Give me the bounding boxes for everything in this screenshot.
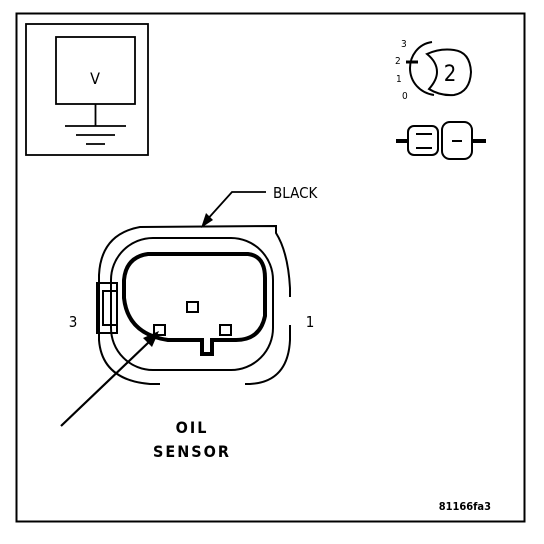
test-lead-icon [396, 121, 486, 160]
callout-arrowhead [201, 213, 213, 228]
wire-color-label: BLACK [273, 184, 319, 202]
pin-label-right: 1 [306, 313, 315, 331]
voltmeter-symbol-inset: V [25, 23, 149, 156]
terminal-3 [153, 324, 166, 336]
range-dial-arc [408, 41, 435, 96]
figure-id: 81166fa3 [439, 500, 491, 513]
connector-inner-shell [110, 237, 274, 371]
range-number-1: 1 [396, 74, 402, 85]
range-knob-value: 2 [444, 62, 457, 87]
pin-label-left: 3 [69, 313, 78, 331]
component-name-line-1: OIL [176, 418, 209, 437]
voltmeter-label: V [90, 69, 100, 88]
outer-frame [15, 12, 526, 523]
meter-range-icon: 3 2 1 0 2 [395, 39, 473, 102]
terminal-1 [219, 324, 232, 336]
wire-color-callout: BLACK [201, 184, 319, 228]
probe-arrow [60, 331, 159, 427]
connector-shell [98, 224, 291, 385]
oil-sensor-connector [96, 224, 292, 386]
range-knob [425, 48, 473, 97]
inset-frame [25, 23, 149, 156]
range-number-0: 0 [402, 91, 408, 102]
connector-latch-inner [102, 290, 118, 326]
component-name-line-2: SENSOR [153, 442, 231, 461]
ground-icon [65, 104, 126, 145]
terminal-2 [186, 301, 199, 313]
connector-face [122, 252, 267, 356]
callout-leader [204, 191, 266, 223]
range-number-3: 3 [401, 39, 407, 50]
range-number-2: 2 [395, 56, 401, 67]
